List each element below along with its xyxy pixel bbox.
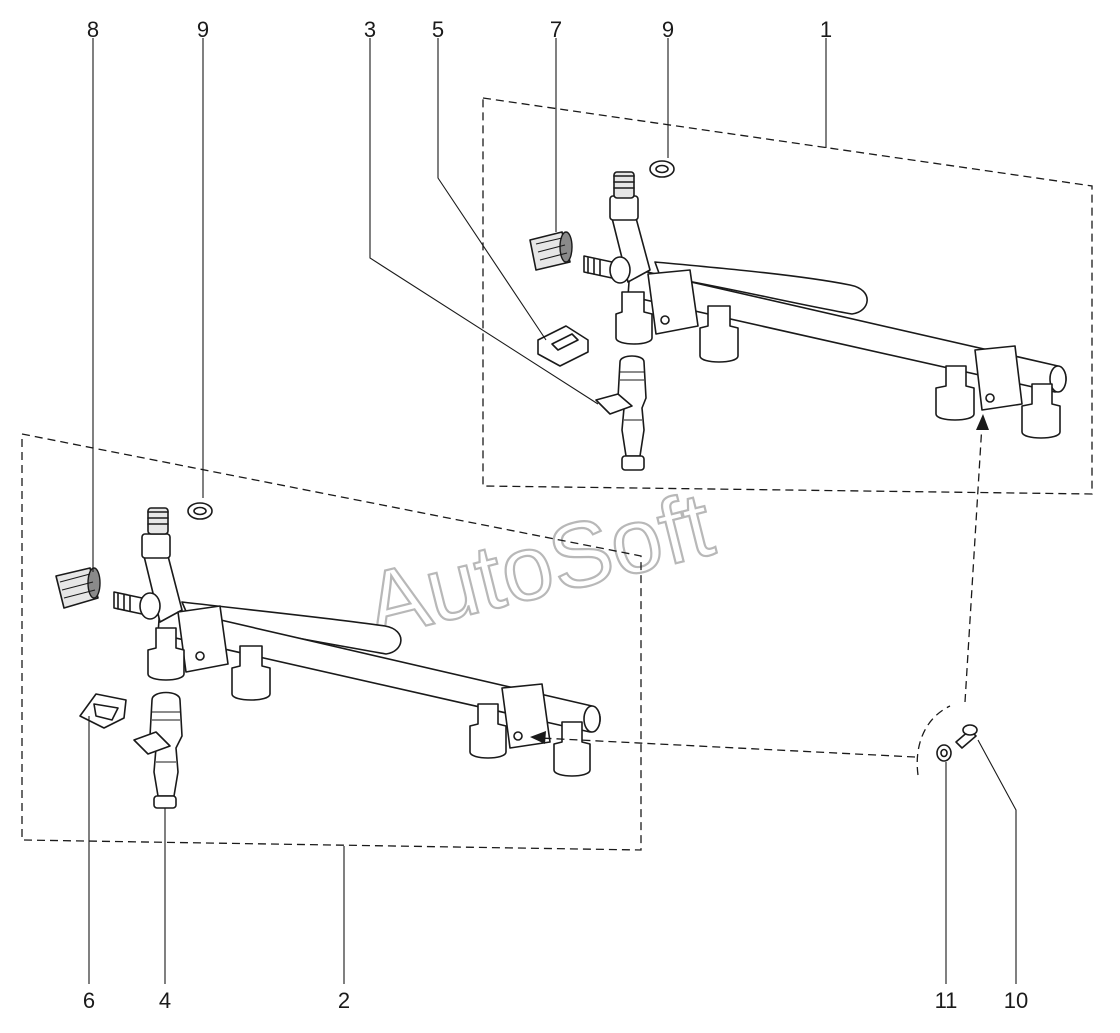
install-arrow-lower (539, 737, 916, 758)
clip-upper (537, 325, 589, 367)
install-arrow-upper (964, 423, 983, 703)
assembly-group-1-outline (482, 97, 1093, 495)
callout-1: 1 (820, 17, 832, 42)
fuel-rail-upper (583, 171, 1067, 439)
callout-10: 10 (1004, 988, 1028, 1013)
callout-6: 6 (83, 988, 95, 1013)
callout-7: 7 (550, 17, 562, 42)
callout-11: 11 (935, 988, 958, 1013)
callout-5: 5 (432, 17, 444, 42)
fuel-rail-lower (113, 507, 601, 777)
fastener-detail-arc (916, 705, 951, 776)
callout-9-upper: 9 (662, 17, 674, 42)
clip-lower (79, 693, 127, 729)
callout-8: 8 (87, 17, 99, 42)
injector-lower (133, 691, 183, 809)
cap-lower (55, 567, 101, 609)
watermark-text: AutoSoft (355, 473, 722, 657)
callout-2: 2 (338, 988, 350, 1013)
leader-lines (88, 38, 1017, 984)
cap-upper (529, 231, 573, 271)
injector-upper (595, 355, 647, 471)
callout-3: 3 (364, 17, 376, 42)
callout-4: 4 (159, 988, 171, 1013)
assembly-group-2-outline (21, 433, 642, 851)
callout-9-lower: 9 (197, 17, 209, 42)
fastening-bolt (955, 724, 978, 749)
